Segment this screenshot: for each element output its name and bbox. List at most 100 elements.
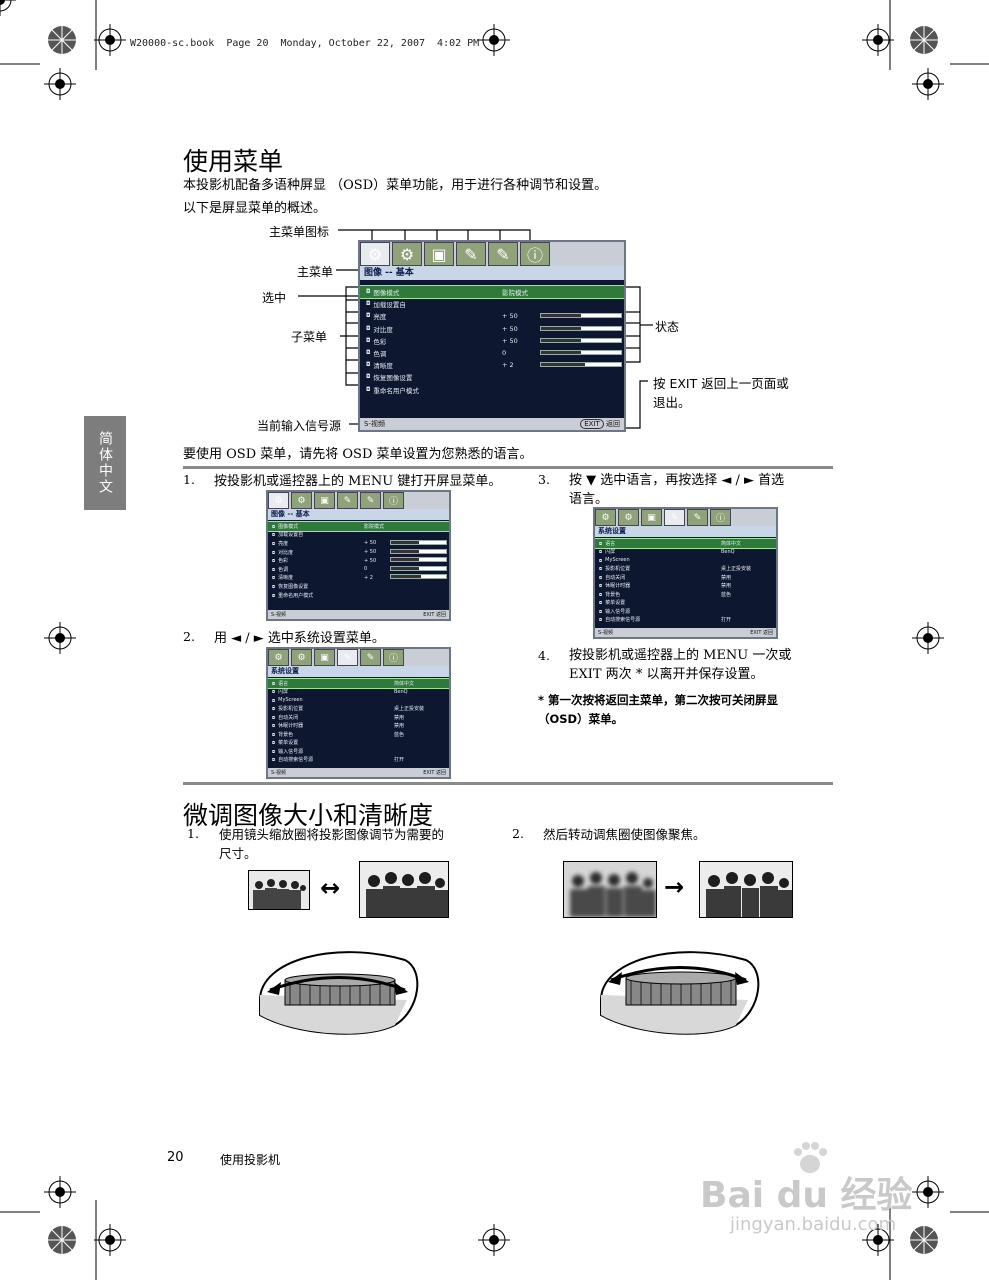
osd-menu-item[interactable]: ◘重命名用户模式 [360,384,624,396]
osd-menu-item[interactable]: ◘休眠计时器禁用 [595,582,776,591]
osd-level-bar[interactable] [390,539,447,545]
osd-menu-item[interactable]: ◘色彩+ 50 [360,335,624,347]
osd-menu-item[interactable]: ◘投影机位置桌上正投安装 [268,705,449,714]
callout-status: 状态 [655,320,680,334]
picture-tab-icon[interactable]: ⚙ [360,242,390,266]
information-tab-icon[interactable]: ⓘ [383,649,404,666]
osd-screen-picture-small: ⚙ ⚙ ▣ ✎ ✎ ⓘ 图像 -- 基本 ◘图像模式影院模式◘加载设置自◘亮度+… [266,490,451,621]
osd-menu-item[interactable]: ◘背景色蓝色 [595,590,776,599]
osd-item-icon: ◘ [366,374,371,381]
osd-menu-item[interactable]: ◘亮度 + 50 [268,539,449,548]
information-tab-icon[interactable]: ⓘ [520,242,550,266]
system-advanced-tab-icon[interactable]: ✎ [360,492,381,509]
system-advanced-tab-icon[interactable]: ✎ [687,509,708,526]
osd-menu-item[interactable]: ◘自动搜索信号源打开 [268,756,449,765]
information-tab-icon[interactable]: ⓘ [383,492,404,509]
focus-ring-illustration [600,951,760,1035]
osd-menu-item[interactable]: ◘MyScreen [595,556,776,565]
osd-menu-item[interactable]: ◘菜单设置 [268,739,449,748]
display-tab-icon[interactable]: ▣ [314,492,335,509]
osd-menu-item[interactable]: ◘语言简体中文 [268,678,449,689]
osd-menu-item[interactable]: ◘色彩+ 50 [268,556,449,565]
osd-menu-item[interactable]: ◘加载设置自 [360,298,624,310]
osd-menu-item[interactable]: ◘休眠计时器禁用 [268,722,449,731]
osd-item-name: 亮度 [278,540,289,547]
osd-menu-item[interactable]: ◘自动搜索信号源打开 [595,616,776,625]
system-advanced-tab-icon[interactable]: ✎ [488,242,518,266]
osd-menu-item[interactable]: ◘图像模式影院模式 [268,521,449,532]
osd-level-bar[interactable] [390,565,447,571]
osd-menu-item[interactable]: ◘语言简体中文 [595,538,776,549]
sharp-photo-art [700,862,792,917]
osd-menu-item[interactable]: ◘恢复图像设置 [268,582,449,591]
picture-advanced-tab-icon[interactable]: ⚙ [392,242,422,266]
blurry-photo-art [564,862,656,917]
osd-menu-item[interactable]: ◘对比度+ 50 [268,548,449,557]
osd-menu-item[interactable]: ◘恢复图像设置 [360,371,624,383]
osd-item-icon: ◘ [272,523,276,529]
footnote-line-1: * 第一次按将返回主菜单，第二次按可关闭屏显 [538,693,779,707]
osd-item-icon: ◘ [272,757,276,763]
picture-tab-icon[interactable]: ⚙ [595,509,616,526]
osd-menu-item[interactable]: ◘清晰度+ 2 [268,574,449,583]
osd-footer-exit[interactable]: EXIT 返回 [423,770,446,776]
osd-menu-item[interactable]: ◘背景色蓝色 [268,730,449,739]
osd-item-icon: ◘ [272,575,276,581]
system-basic-tab-icon[interactable]: ✎ [337,649,358,666]
osd-footer-exit[interactable]: EXIT 返回 [580,419,620,429]
osd-footer-exit[interactable]: EXIT 返回 [423,612,446,618]
system-basic-tab-icon[interactable]: ✎ [456,242,486,266]
osd-level-bar[interactable] [540,313,622,319]
osd-level-bar[interactable] [390,574,447,580]
osd-item-icon: ◘ [599,591,603,597]
osd-menu-item[interactable]: ◘亮度+ 50 [360,310,624,322]
osd-item-name: 语言 [605,540,616,547]
osd-menu-item[interactable]: ◘加载设置自 [268,531,449,540]
osd-menu-item[interactable]: ◘投影机位置桌上正投安装 [595,565,776,574]
osd-level-bar[interactable] [540,362,622,368]
system-basic-tab-icon[interactable]: ✎ [664,509,685,526]
display-tab-icon[interactable]: ▣ [314,649,335,666]
osd-menu-item[interactable]: ◘MyScreen [268,696,449,705]
osd-footer: S-视频 EXIT 返回 [360,418,624,430]
group-photo-large [359,861,449,918]
display-tab-icon[interactable]: ▣ [641,509,662,526]
osd-level-bar[interactable] [540,325,622,331]
osd-menu-item[interactable]: ◘对比度+ 50 [360,323,624,335]
picture-advanced-tab-icon[interactable]: ⚙ [618,509,639,526]
osd-item-value: + 50 [364,540,377,547]
osd-item-name: 恢复图像设置 [373,374,413,383]
osd-menu-item[interactable]: ◘输入信号源 [595,607,776,616]
picture-advanced-tab-icon[interactable]: ⚙ [291,649,312,666]
osd-tab-bar: ⚙ ⚙ ▣ ✎ ✎ ⓘ [360,242,624,266]
system-advanced-tab-icon[interactable]: ✎ [360,649,381,666]
osd-level-bar[interactable] [390,548,447,554]
information-tab-icon[interactable]: ⓘ [710,509,731,526]
display-tab-icon[interactable]: ▣ [424,242,454,266]
osd-item-icon: ◘ [272,540,276,546]
osd-item-name: 投影机位置 [605,566,631,573]
osd-menu-item[interactable]: ◘自动关闭禁用 [595,573,776,582]
osd-menu-item[interactable]: ◘图像模式影院模式 [360,284,624,300]
osd-menu-item[interactable]: ◘菜单设置 [595,599,776,608]
osd-menu-item[interactable]: ◘输入信号源 [268,747,449,756]
focus-arrow: → [664,873,685,901]
picture-tab-icon[interactable]: ⚙ [268,492,289,509]
picture-advanced-tab-icon[interactable]: ⚙ [291,492,312,509]
picture-tab-icon[interactable]: ⚙ [268,649,289,666]
osd-level-bar[interactable] [390,557,447,563]
osd-menu-item[interactable]: ◘重命名用户模式 [268,591,449,600]
osd-menu-item[interactable]: ◘自动关闭禁用 [268,713,449,722]
osd-item-icon: ◘ [599,600,603,606]
step1-number: 1. [183,472,195,487]
osd-menu-item[interactable]: ◘清晰度+ 2 [360,359,624,371]
osd-level-bar[interactable] [540,350,622,356]
system-basic-tab-icon[interactable]: ✎ [337,492,358,509]
osd-level-bar[interactable] [540,337,622,343]
osd-footer-exit[interactable]: EXIT 返回 [750,630,773,636]
callout-exit-line-2: 退出。 [653,395,691,410]
